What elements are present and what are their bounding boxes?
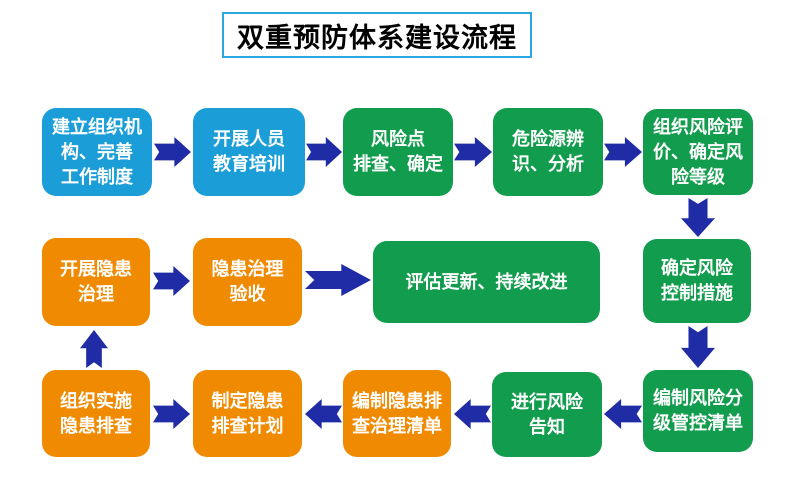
arrow-left-icon (454, 399, 491, 429)
arrow-right-icon (454, 137, 492, 167)
node-label: 组织实施 隐患排查 (60, 390, 132, 436)
node-risk-evaluate: 组织风险评 价、确定风 险等级 (643, 109, 753, 195)
node-label: 风险点 排查、确定 (353, 129, 443, 174)
node-training: 开展人员 教育培训 (193, 108, 305, 196)
node-risk-control: 确定风险 控制措施 (643, 239, 751, 323)
arrow-right-icon (305, 264, 371, 296)
node-label: 建立组织机 构、完善 工作制度 (52, 116, 142, 187)
node-implement: 组织实施 隐患排查 (42, 370, 150, 457)
arrow-right-icon (604, 137, 642, 167)
node-acceptance: 隐患治理 验收 (193, 238, 302, 326)
node-label: 制定隐患 排查计划 (211, 390, 284, 436)
node-label: 危险源辨 识、分析 (512, 129, 584, 174)
arrow-left-icon (604, 399, 642, 429)
arrow-down-icon (681, 198, 715, 237)
node-label: 组织风险评 价、确定风 险等级 (653, 116, 743, 187)
page-title: 双重预防体系建设流程 (222, 12, 532, 58)
arrow-right-icon (306, 137, 342, 167)
arrow-right-icon (154, 137, 191, 167)
node-evaluate-update: 评估更新、持续改进 (373, 241, 600, 323)
node-label: 开展人员 教育培训 (213, 129, 285, 174)
node-risk-points: 风险点 排查、确定 (343, 108, 453, 196)
node-label: 确定风险 控制措施 (661, 258, 733, 303)
arrow-up-icon (80, 330, 108, 368)
node-label: 评估更新、持续改进 (405, 271, 568, 292)
node-establish-org: 建立组织机 构、完善 工作制度 (42, 108, 152, 196)
arrow-left-icon (305, 399, 342, 429)
node-grading-list: 编制风险分 级管控清单 (643, 370, 753, 452)
node-label: 编制隐患排 查治理清单 (352, 390, 442, 436)
node-hidden-list: 编制隐患排 查治理清单 (343, 370, 451, 457)
node-inspection-plan: 制定隐患 排查计划 (193, 370, 302, 457)
node-treatment: 开展隐患 治理 (42, 238, 150, 326)
node-label: 进行风险 告知 (511, 391, 583, 437)
node-risk-notify: 进行风险 告知 (492, 372, 602, 457)
node-label: 开展隐患 治理 (60, 259, 132, 304)
node-hazard-identify: 危险源辨 识、分析 (493, 108, 603, 196)
node-label: 隐患治理 验收 (211, 259, 284, 304)
arrow-down-icon (681, 326, 715, 368)
arrow-right-icon (153, 399, 190, 429)
node-label: 编制风险分 级管控清单 (653, 388, 743, 433)
arrow-right-icon (153, 266, 190, 296)
page-title-text: 双重预防体系建设流程 (237, 22, 517, 53)
